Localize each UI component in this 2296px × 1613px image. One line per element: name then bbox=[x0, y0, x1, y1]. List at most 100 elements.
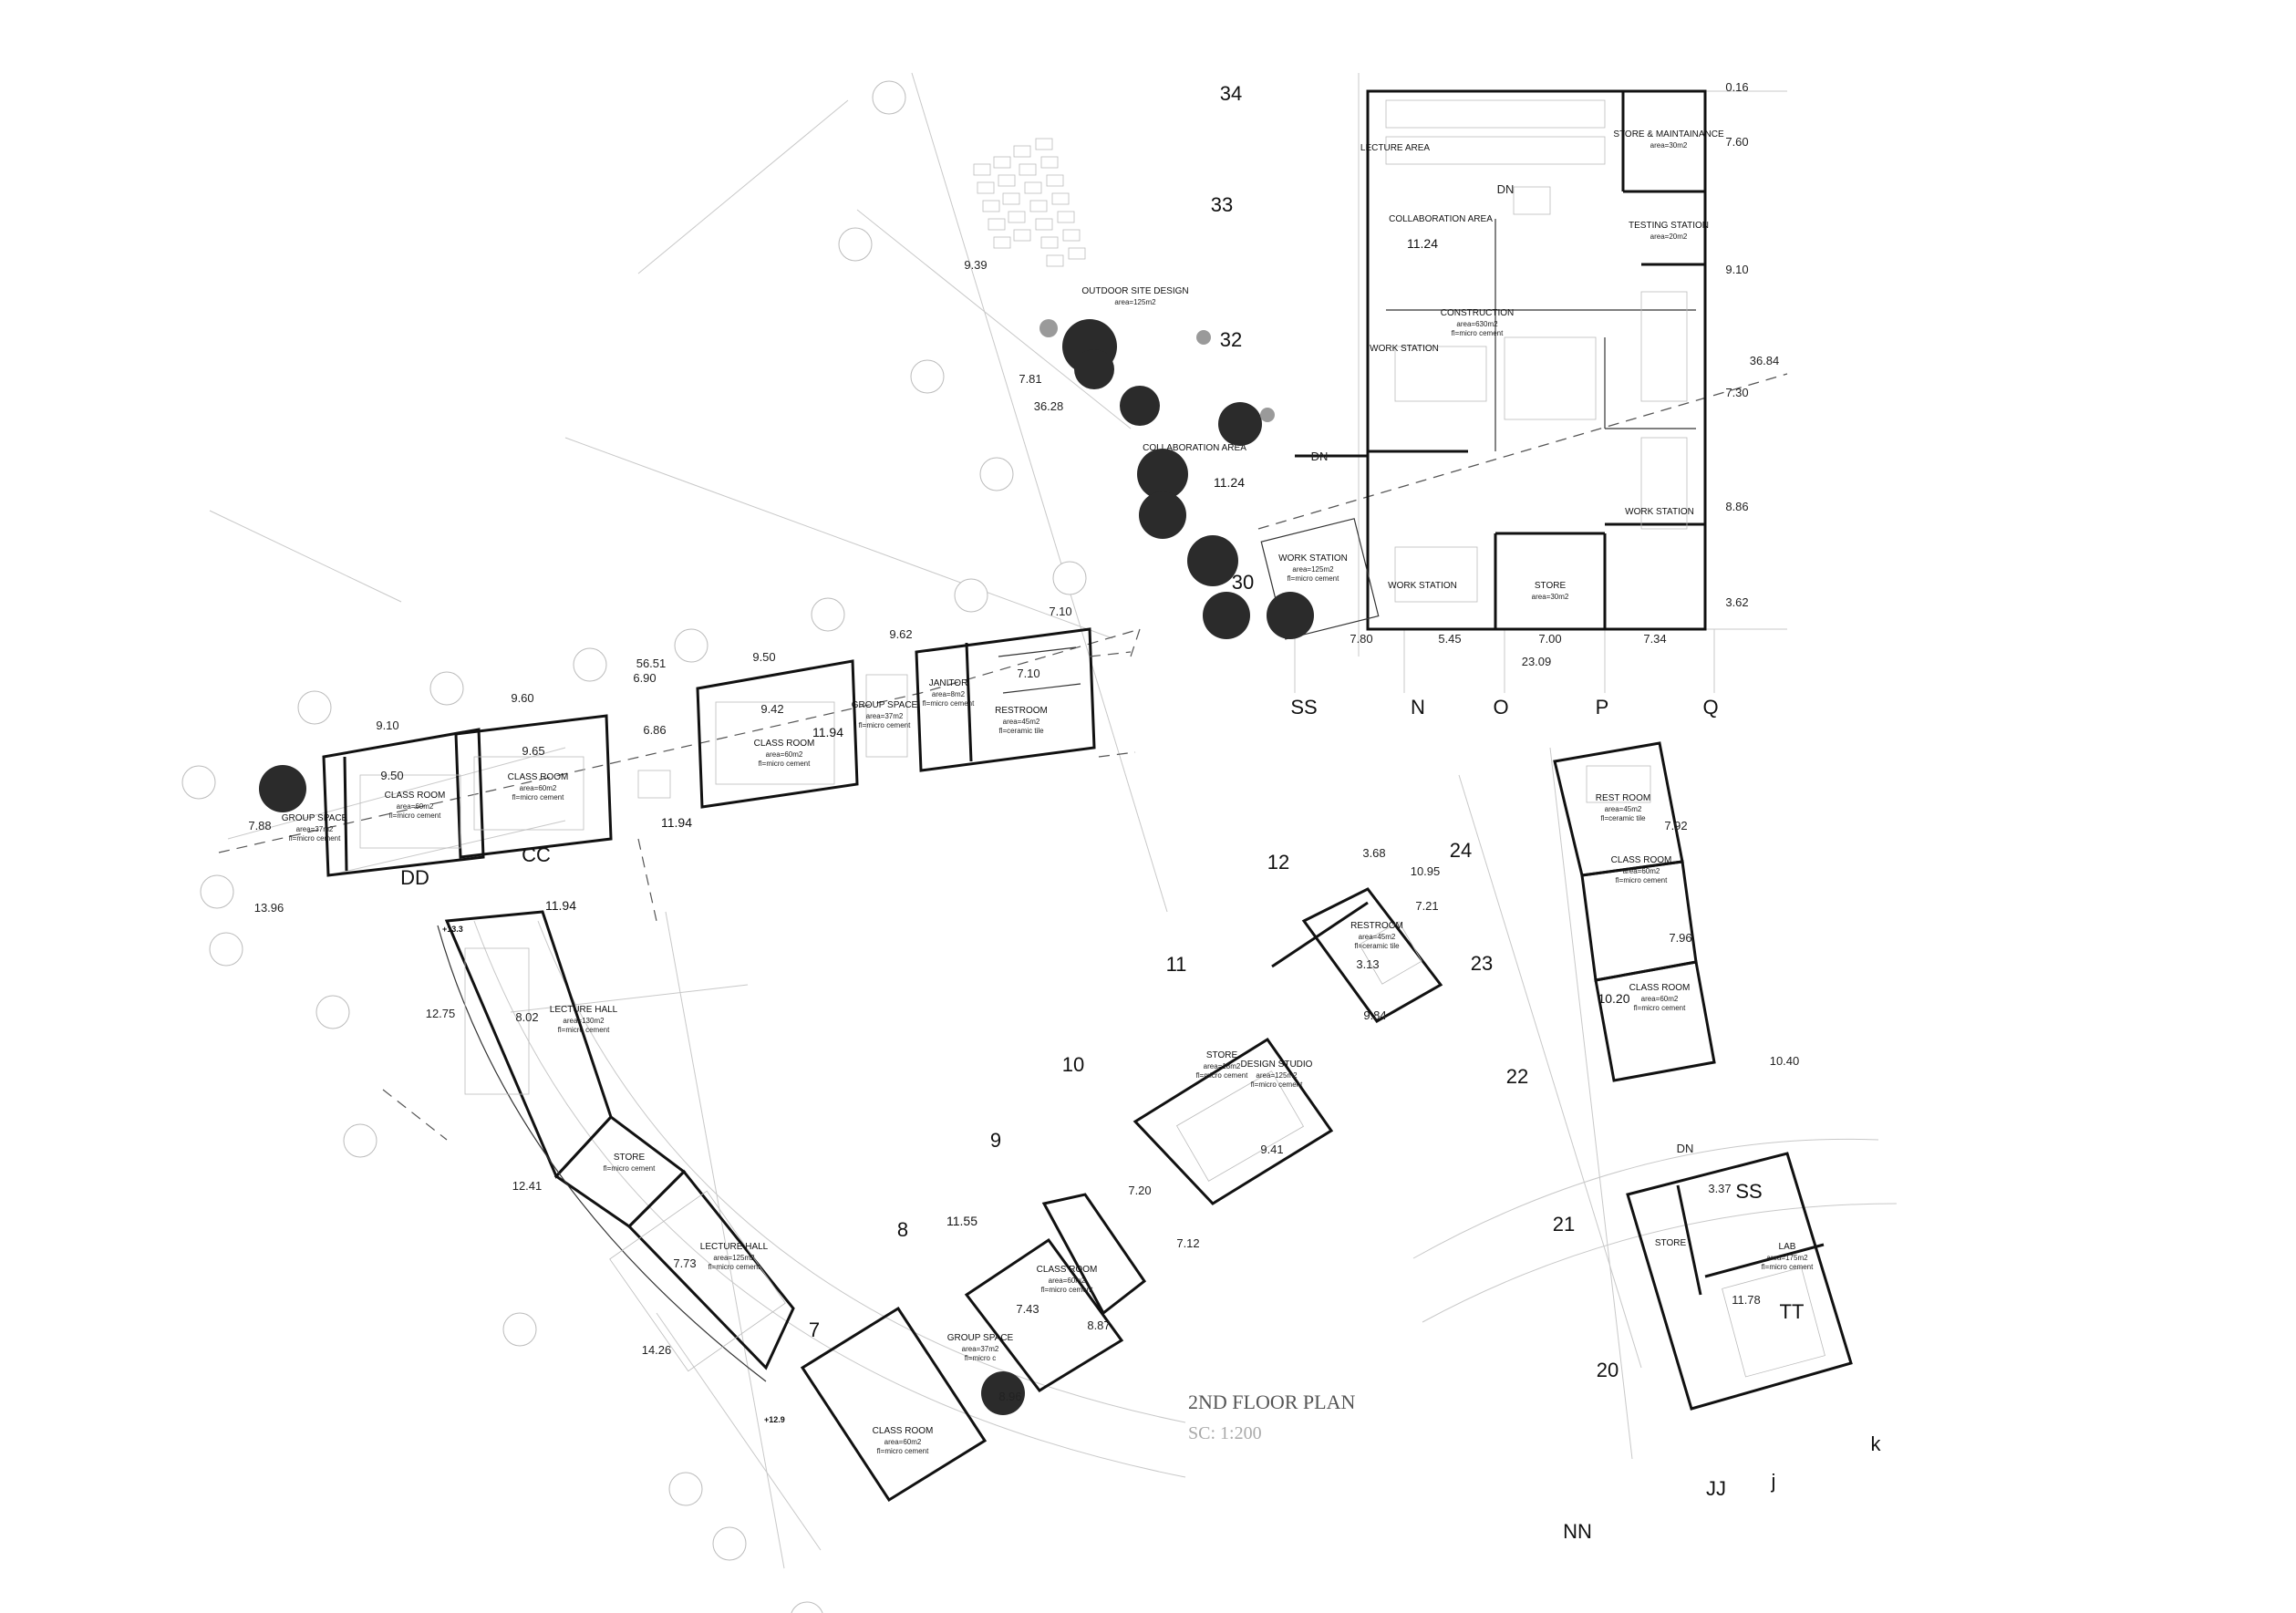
dim-label-15: 7.10 bbox=[1049, 605, 1071, 618]
dim-label-34: 7.43 bbox=[1016, 1302, 1039, 1316]
room-testing-station: TESTING STATION bbox=[1629, 221, 1709, 231]
room-collaboration-area-outdoor: COLLABORATION AREA bbox=[1143, 443, 1246, 453]
dim-label-19: 6.90 bbox=[633, 671, 656, 685]
grid-label-23: 23 bbox=[1471, 952, 1493, 975]
room-store-se: STORE bbox=[1206, 1050, 1238, 1060]
room-store-maintainance: STORE & MAINTAINANCE bbox=[1613, 129, 1724, 140]
dim-label-20: 9.60 bbox=[511, 691, 533, 705]
room-lecture-hall-1-finish: fl=micro cement bbox=[558, 1026, 610, 1034]
room-group-space-s-area: area=37m2 bbox=[962, 1345, 999, 1353]
room-class-room-e1-finish: fl=micro cement bbox=[1616, 876, 1668, 884]
room-construction-finish: fl=micro cement bbox=[1452, 329, 1504, 337]
room-outdoor-site-design-area: area=125m2 bbox=[1114, 298, 1156, 306]
dim-label-26: 7.10 bbox=[1017, 667, 1039, 680]
grid-label-11: 11 bbox=[1166, 953, 1187, 976]
room-work-station-2: WORK STATION bbox=[1625, 507, 1694, 517]
dim-label-10: 7.34 bbox=[1643, 632, 1666, 646]
room-class-room-e2-area: area=60m2 bbox=[1641, 995, 1679, 1003]
level-marker-collab: 11.24 bbox=[1214, 475, 1245, 490]
dim-label-45: 7.92 bbox=[1664, 819, 1687, 832]
grid-label-j-lower: j bbox=[1771, 1470, 1776, 1493]
room-work-station-1: WORK STATION bbox=[1370, 344, 1439, 354]
dim-label-17: 9.50 bbox=[752, 650, 775, 664]
room-construction-area: area=630m2 bbox=[1456, 320, 1498, 328]
grid-label-7: 7 bbox=[809, 1318, 820, 1341]
room-group-space-w: GROUP SPACE bbox=[282, 813, 348, 823]
dim-label-25: 9.42 bbox=[760, 702, 783, 716]
grid-label-34: 34 bbox=[1220, 82, 1242, 105]
dim-label-23: 9.65 bbox=[522, 744, 544, 758]
grid-label-layer: 35 34 33 32 30 R S T 1 2 3 4 5 6 6' A B … bbox=[192, 82, 1882, 1613]
room-store-ne: STORE bbox=[1535, 581, 1567, 591]
dim-label-dn-1: DN bbox=[1497, 182, 1515, 196]
room-store-sw-finish: fl=micro cement bbox=[604, 1164, 656, 1173]
level-marker-corridor: 11.94 bbox=[661, 815, 692, 830]
room-collaboration-area: COLLABORATION AREA bbox=[1389, 214, 1493, 224]
room-store-maintainance-area: area=30m2 bbox=[1650, 141, 1688, 150]
room-class-room-s2-finish: fl=micro cement bbox=[1041, 1286, 1093, 1294]
room-lecture-hall-1-area: area=130m2 bbox=[563, 1017, 605, 1025]
dim-label-7: 7.80 bbox=[1350, 632, 1372, 646]
dim-label-28: 7.88 bbox=[248, 819, 271, 832]
room-group-space-2-finish: fl=micro cement bbox=[859, 721, 911, 729]
northeast-building: LECTURE AREA COLLABORATION AREA STORE & … bbox=[1295, 89, 1724, 631]
room-work-station-3: WORK STATION bbox=[1388, 581, 1457, 591]
dim-label-4: 7.30 bbox=[1725, 386, 1748, 399]
room-class-room-3: CLASS ROOM bbox=[754, 739, 815, 749]
dim-label-dn-3: DN bbox=[1677, 1142, 1694, 1155]
dim-label-42: 7.21 bbox=[1415, 899, 1438, 913]
grid-label-20: 20 bbox=[1597, 1359, 1619, 1381]
grid-bubbles bbox=[181, 80, 1087, 1613]
room-lecture-hall-1: LECTURE HALL bbox=[550, 1005, 618, 1015]
plan-title: 2ND FLOOR PLAN bbox=[1188, 1391, 1355, 1413]
room-class-room-2-finish: fl=micro cement bbox=[512, 793, 564, 801]
dim-label-16: 9.62 bbox=[889, 627, 912, 641]
room-class-room-3-finish: fl=micro cement bbox=[759, 760, 811, 768]
grid-label-o: O bbox=[1493, 696, 1508, 719]
room-lab-area: area=175m2 bbox=[1766, 1254, 1808, 1262]
dim-label-38: 7.12 bbox=[1176, 1236, 1199, 1250]
grid-label-tt: TT bbox=[1780, 1300, 1805, 1323]
room-design-studio-area: area=125m2 bbox=[1256, 1071, 1298, 1080]
level-marker-lecture-entry: 11.94 bbox=[545, 898, 576, 913]
room-restroom-w: RESTROOM bbox=[995, 706, 1048, 716]
room-group-space-w-finish: fl=micro cement bbox=[289, 834, 341, 843]
room-janitor: JANITOR bbox=[929, 678, 968, 688]
grid-label-q: Q bbox=[1702, 696, 1718, 719]
room-design-studio: DESIGN STUDIO bbox=[1241, 1060, 1313, 1070]
room-group-space-w-area: area=37m2 bbox=[296, 825, 334, 833]
room-class-room-1: CLASS ROOM bbox=[385, 791, 446, 801]
grid-label-k-lower: k bbox=[1871, 1432, 1882, 1455]
level-markers: 11.24 11.24 11.94 11.94 11.94 +13.3 11.5… bbox=[442, 236, 1630, 1424]
room-work-station-outdoor-finish: fl=micro cement bbox=[1288, 574, 1339, 583]
dim-label-48: 3.37 bbox=[1708, 1182, 1731, 1195]
room-group-space-2-area: area=37m2 bbox=[866, 712, 904, 720]
dim-label-43: 10.95 bbox=[1411, 864, 1441, 878]
room-lecture-hall-2: LECTURE HALL bbox=[700, 1242, 769, 1252]
room-restroom-se: RESTROOM bbox=[1350, 921, 1403, 931]
grid-label-12: 12 bbox=[1267, 851, 1289, 874]
dim-label-2: 9.10 bbox=[1725, 263, 1748, 276]
room-work-station-outdoor-area: area=125m2 bbox=[1292, 565, 1334, 574]
grid-label-9: 9 bbox=[990, 1129, 1001, 1152]
room-lab-finish: fl=micro cement bbox=[1762, 1263, 1814, 1271]
dim-label-37: 7.20 bbox=[1128, 1184, 1151, 1197]
room-lecture-hall-2-area: area=125m2 bbox=[713, 1254, 755, 1262]
room-construction: CONSTRUCTION bbox=[1441, 308, 1515, 318]
dim-label-6: 3.62 bbox=[1725, 595, 1748, 609]
dim-label-13: 7.81 bbox=[1019, 372, 1041, 386]
south-wing: CLASS ROOM area=60m2 fl=micro cement GRO… bbox=[800, 887, 1443, 1503]
grid-label-jj: JJ bbox=[1706, 1477, 1726, 1500]
grid-label-8: 8 bbox=[897, 1218, 908, 1241]
level-marker-south: 11.55 bbox=[946, 1214, 977, 1228]
dim-label-11: 23.09 bbox=[1522, 655, 1552, 668]
room-class-room-s2-area: area=60m2 bbox=[1049, 1277, 1086, 1285]
dim-label-22: 9.50 bbox=[380, 769, 403, 782]
plan-title-block: 2ND FLOOR PLAN SC: 1:200 bbox=[1188, 1391, 1355, 1443]
room-class-room-s1-finish: fl=micro cement bbox=[877, 1447, 929, 1455]
dim-label-41: 3.13 bbox=[1356, 957, 1379, 971]
dim-label-32: 7.73 bbox=[673, 1256, 696, 1270]
dim-label-30: 8.02 bbox=[515, 1010, 538, 1024]
dim-label-36: 8.96 bbox=[998, 1390, 1021, 1403]
